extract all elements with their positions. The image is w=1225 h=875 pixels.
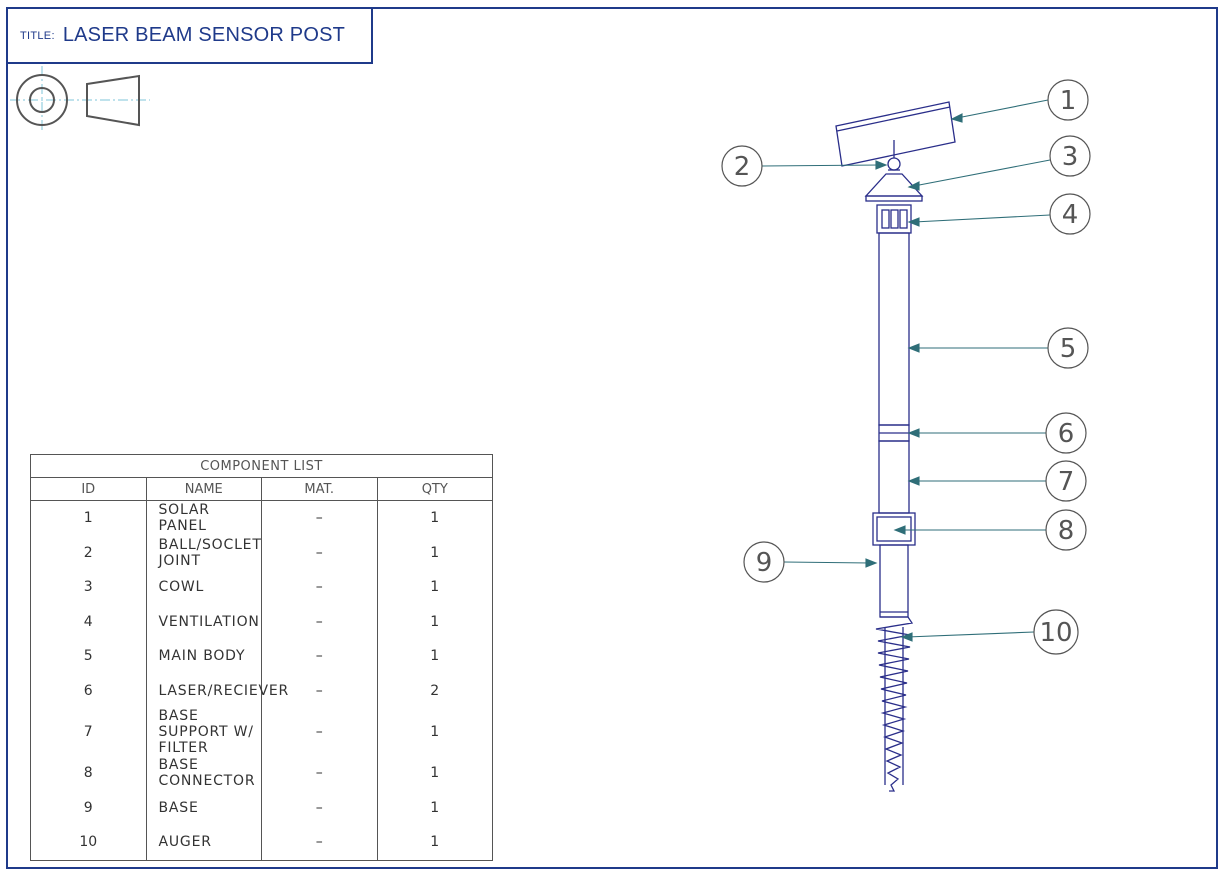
balloon-label-3: 3 xyxy=(1062,142,1079,172)
balloon-label-7: 7 xyxy=(1058,467,1075,497)
table-row: 4 VENTILATION – 1 xyxy=(30,604,493,639)
row-id: 6 xyxy=(30,673,147,708)
main-body-part xyxy=(878,232,910,426)
row-qty: 1 xyxy=(376,639,493,674)
table-row: 5 MAIN BODY – 1 xyxy=(30,639,493,674)
title-label: TITLE: xyxy=(20,29,55,42)
row-id: 3 xyxy=(30,570,147,605)
row-name: MAIN BODY xyxy=(145,639,262,674)
row-id: 9 xyxy=(30,790,147,825)
balloon-label-1: 1 xyxy=(1060,86,1077,116)
balloon-1 xyxy=(1047,79,1089,121)
row-mat: – xyxy=(261,673,378,708)
balloon-8 xyxy=(1045,509,1087,551)
table-row: 3 COWL – 1 xyxy=(30,570,493,605)
row-id: 2 xyxy=(30,535,147,570)
balloon-label-2: 2 xyxy=(734,152,751,182)
row-qty: 1 xyxy=(376,535,493,570)
balloon-6 xyxy=(1045,412,1087,454)
auger-part xyxy=(875,616,914,792)
table-row: 10 AUGER – 1 xyxy=(30,825,493,861)
title-block: TITLE: LASER BEAM SENSOR POST xyxy=(6,7,373,64)
balloon-2 xyxy=(721,145,763,187)
balloon-label-8: 8 xyxy=(1058,516,1075,546)
row-mat: – xyxy=(261,500,378,536)
row-name: VENTILATION xyxy=(145,604,262,639)
table-row: 1 SOLAR PANEL – 1 xyxy=(30,500,493,536)
row-name: BASE CONNECTOR xyxy=(145,756,262,791)
row-mat: – xyxy=(261,756,378,791)
base-support-part xyxy=(878,440,910,514)
row-qty: 1 xyxy=(376,790,493,825)
ball-joint-part xyxy=(887,157,901,171)
balloon-label-4: 4 xyxy=(1062,200,1079,230)
row-name: COWL xyxy=(145,570,262,605)
row-qty: 1 xyxy=(376,570,493,605)
row-id: 5 xyxy=(30,639,147,674)
balloon-4 xyxy=(1049,193,1091,235)
balloon-5 xyxy=(1047,327,1089,369)
row-mat: – xyxy=(261,604,378,639)
row-name: BASE xyxy=(145,790,262,825)
row-name: BASE SUPPORT W/ FILTER xyxy=(145,708,262,756)
row-id: 4 xyxy=(30,604,147,639)
table-row: 2 BALL/SOCLET JOINT – 1 xyxy=(30,535,493,570)
component-list-caption: COMPONENT LIST xyxy=(30,454,493,478)
column-header-name: NAME xyxy=(145,477,262,501)
row-qty: 1 xyxy=(376,825,493,861)
row-id: 1 xyxy=(30,500,147,536)
solar-panel-part xyxy=(835,101,956,167)
row-id: 8 xyxy=(30,756,147,791)
base-part xyxy=(879,544,909,618)
row-name: LASER/RECIEVER xyxy=(145,673,288,708)
balloon-9 xyxy=(743,541,785,583)
component-list-table: COMPONENT LIST ID NAME MAT. QTY 1 SOLAR … xyxy=(30,454,493,861)
balloon-label-5: 5 xyxy=(1060,334,1077,364)
row-id: 10 xyxy=(30,825,147,861)
column-header-mat: MAT. xyxy=(261,477,378,501)
table-row: 9 BASE – 1 xyxy=(30,790,493,825)
table-row: 8 BASE CONNECTOR – 1 xyxy=(30,756,493,791)
row-qty: 1 xyxy=(376,604,493,639)
row-mat: – xyxy=(261,825,378,861)
balloon-7 xyxy=(1045,460,1087,502)
row-id: 7 xyxy=(30,708,147,756)
row-name: AUGER xyxy=(145,825,262,861)
third-angle-projection-icon xyxy=(10,66,150,132)
row-mat: – xyxy=(261,570,378,605)
row-qty: 1 xyxy=(376,756,493,791)
row-mat: – xyxy=(261,639,378,674)
base-connector-part xyxy=(872,512,916,546)
column-header-id: ID xyxy=(30,477,147,501)
row-name: SOLAR PANEL xyxy=(145,500,262,536)
balloon-10 xyxy=(1033,609,1079,655)
row-qty: 1 xyxy=(376,500,493,536)
drawing-sheet-border xyxy=(6,7,1218,869)
row-name: BALL/SOCLET JOINT xyxy=(145,535,262,570)
balloon-label-6: 6 xyxy=(1058,419,1075,449)
balloon-label-9: 9 xyxy=(756,548,773,578)
row-qty: 1 xyxy=(376,708,493,756)
row-mat: – xyxy=(261,708,378,756)
column-header-qty: QTY xyxy=(376,477,493,501)
balloon-3 xyxy=(1049,135,1091,177)
balloon-label-10: 10 xyxy=(1039,618,1072,648)
row-mat: – xyxy=(261,535,378,570)
table-row: 6 LASER/RECIEVER – 2 xyxy=(30,673,493,708)
table-row: 7 BASE SUPPORT W/ FILTER – 1 xyxy=(30,708,493,756)
row-qty: 2 xyxy=(376,673,493,708)
row-mat: – xyxy=(261,790,378,825)
drawing-title: LASER BEAM SENSOR POST xyxy=(62,24,346,46)
